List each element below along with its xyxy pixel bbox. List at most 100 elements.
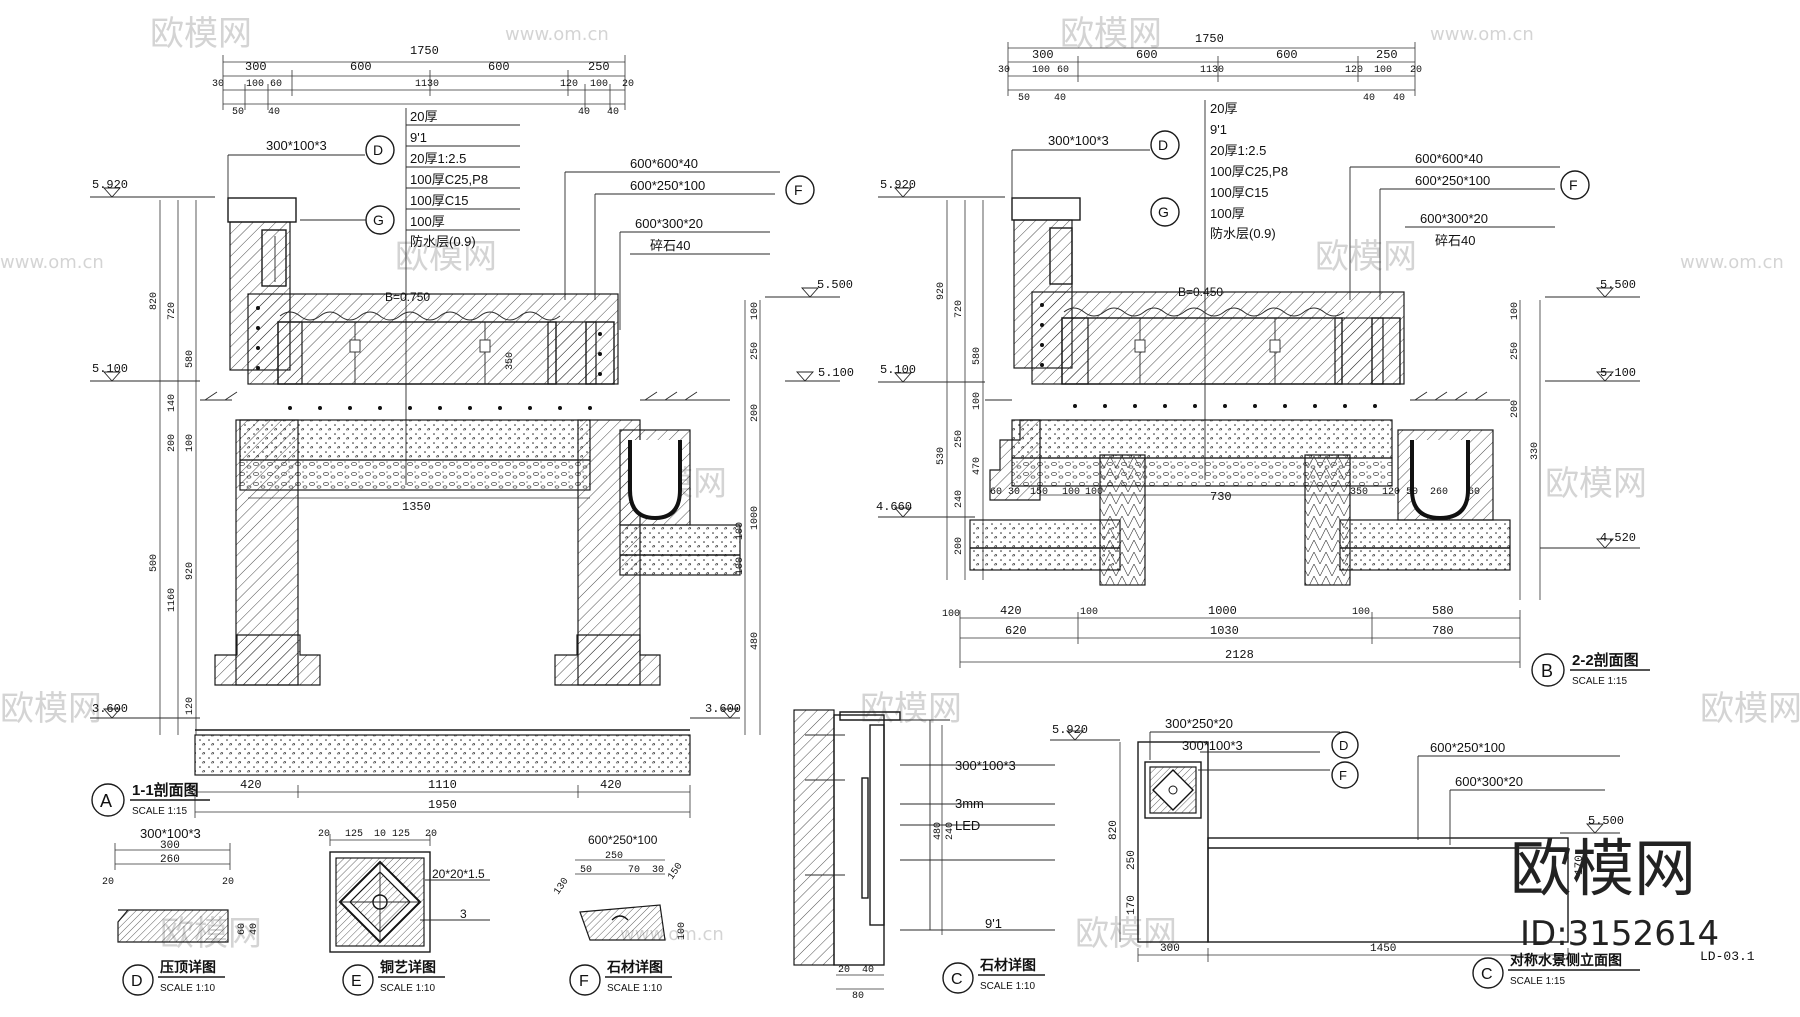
sec-a-rdim: 100 [735, 522, 746, 540]
sec-a-vdim: 120 [185, 697, 196, 715]
detail-d-dim: 300 [160, 840, 180, 852]
callout-f-label: F [1339, 768, 1347, 783]
elev-label: 3.600 [92, 702, 128, 716]
section-a-title: 1-1剖面图 [132, 781, 199, 799]
sec-b-dim: 100 [1032, 65, 1050, 76]
sec-b-dim: 600 [1276, 48, 1298, 62]
section-a-scale: SCALE 1:15 [132, 806, 187, 817]
callout-f-symbol [785, 175, 815, 205]
elev-label: 5.100 [818, 366, 854, 380]
copper-panel-frame [1144, 761, 1202, 819]
detail-e-dim: 125 [345, 829, 363, 840]
sec-b-vdim: 920 [936, 282, 947, 300]
detail-c2-dim: 170 [1574, 855, 1586, 875]
detail-c2-drawing: 5.920 5.500 300*250*20 300*100*3 600*250… [1050, 716, 1755, 989]
sec-b-dim: 60 [1057, 65, 1069, 76]
sec-b-note: 100厚C15 [1210, 185, 1269, 200]
sec-b-rdim: 330 [1530, 442, 1541, 460]
footing-right [1339, 519, 1511, 571]
sec-b-vdim: 250 [954, 430, 965, 448]
sec-b-bdim: 1000 [1208, 604, 1237, 618]
callout-d-symbol [1331, 731, 1359, 759]
sec-b-bdim: 420 [1000, 604, 1022, 618]
section-a-drawing: 1750 300 600 600 250 30 100 60 1130 120 … [90, 44, 854, 818]
watermark-brand: 欧模网 [0, 689, 102, 729]
copper-panel-frame [329, 851, 431, 953]
sec-b-dim: 100 [1374, 65, 1392, 76]
detail-f-drawing: 600*250*100 250 50 70 30 130 100 150 F 石… [552, 833, 688, 996]
sec-a-rdim: 250 [750, 342, 761, 360]
detail-c1-scale: SCALE 1:10 [980, 981, 1035, 992]
sec-a-right-note: 600*250*100 [630, 178, 705, 193]
sec-b-vdim: 530 [936, 447, 947, 465]
sec-a-vdim: 920 [185, 562, 196, 580]
water-level-label: B=0.750 [385, 290, 430, 304]
sec-b-small-dim: 30 [1008, 487, 1020, 498]
detail-c1-dim: 480 [933, 822, 944, 840]
watermark-brand: 欧模网 [1075, 914, 1177, 954]
callout-g-label: G [1158, 204, 1169, 220]
sec-b-vdim: 100 [972, 392, 983, 410]
coping-profile [117, 909, 229, 943]
watermark-brand: 欧模网 [395, 237, 497, 277]
callout-f-label: F [794, 182, 803, 198]
sec-b-small-dim: 50 [1406, 487, 1418, 498]
detail-c2-note: 300*100*3 [1182, 738, 1243, 753]
detail-c2-dim: 170 [1126, 895, 1138, 915]
sec-a-note: 100厚C25,P8 [410, 172, 488, 187]
coping-stone [227, 197, 297, 223]
sec-a-dim: 100 [590, 79, 608, 90]
elev-label: 5.920 [880, 178, 916, 192]
sec-b-vdim: 200 [954, 537, 965, 555]
watermark-url: www.om.cn [1680, 252, 1784, 273]
elev-label: 4.520 [1600, 531, 1636, 545]
sec-b-vdim: 580 [972, 347, 983, 365]
sec-b-note: 20厚 [1210, 101, 1237, 116]
trench-base [619, 524, 741, 576]
detail-e-title: 铜艺详图 [380, 959, 436, 975]
sec-b-dim: 300 [1032, 48, 1054, 62]
sec-b-small-dim: 100 [1062, 487, 1080, 498]
detail-d-dim: 20 [222, 877, 234, 888]
detail-f-title: 石材详图 [606, 959, 663, 975]
detail-e-letter: E [351, 973, 362, 990]
sec-a-dim: 50 [232, 107, 244, 118]
detail-c1-note: LED [955, 818, 980, 833]
sec-b-rdim: 100 [1510, 302, 1521, 320]
sec-b-btotal: 2128 [1225, 648, 1254, 662]
section-a-label-circle [91, 783, 125, 817]
detail-c1-dim: 20 [838, 965, 850, 976]
detail-d-dim: 60 [237, 923, 248, 935]
detail-f-dim: 100 [677, 922, 688, 940]
sec-a-base-dim: 1110 [428, 778, 457, 792]
sec-b-dim: 1130 [1200, 65, 1224, 76]
sec-a-dim: 40 [578, 107, 590, 118]
sec-b-small-dim: 60 [1468, 487, 1480, 498]
detail-e-dim: 20 [318, 829, 330, 840]
elev-label: 5.100 [1600, 366, 1636, 380]
sec-b-small-dim: 150 [1030, 487, 1048, 498]
sec-a-note: 100厚C15 [410, 193, 469, 208]
watermark-url: www.om.cn [0, 252, 104, 273]
stone-profile [579, 904, 666, 941]
sec-a-vdim: 100 [185, 434, 196, 452]
callout-d-label: D [373, 142, 383, 158]
elev-label: 3.600 [705, 702, 741, 716]
sec-b-note: 100厚C25,P8 [1210, 164, 1288, 179]
detail-e-drawing: 20 125 10 125 20 20*20*1.5 3 E 铜艺详图 SCAL… [318, 829, 490, 996]
watermark-brand: 欧模网 [1700, 689, 1800, 729]
callout-d-label: D [1339, 738, 1348, 753]
sec-a-base-dim: 420 [240, 778, 262, 792]
detail-d-note: 300*100*3 [140, 826, 201, 841]
sec-a-rdim: 480 [750, 632, 761, 650]
side-basin [1207, 837, 1569, 943]
sec-a-vdim: 500 [149, 554, 160, 572]
detail-c1-label-circle [942, 962, 974, 994]
detail-c2-dim: 820 [1108, 820, 1120, 840]
sec-a-dim: 120 [560, 79, 578, 90]
elev-label: 5.100 [880, 363, 916, 377]
section-a-letter: A [100, 791, 112, 811]
elev-label: 5.100 [92, 362, 128, 376]
sec-a-rdim: 100 [750, 302, 761, 320]
